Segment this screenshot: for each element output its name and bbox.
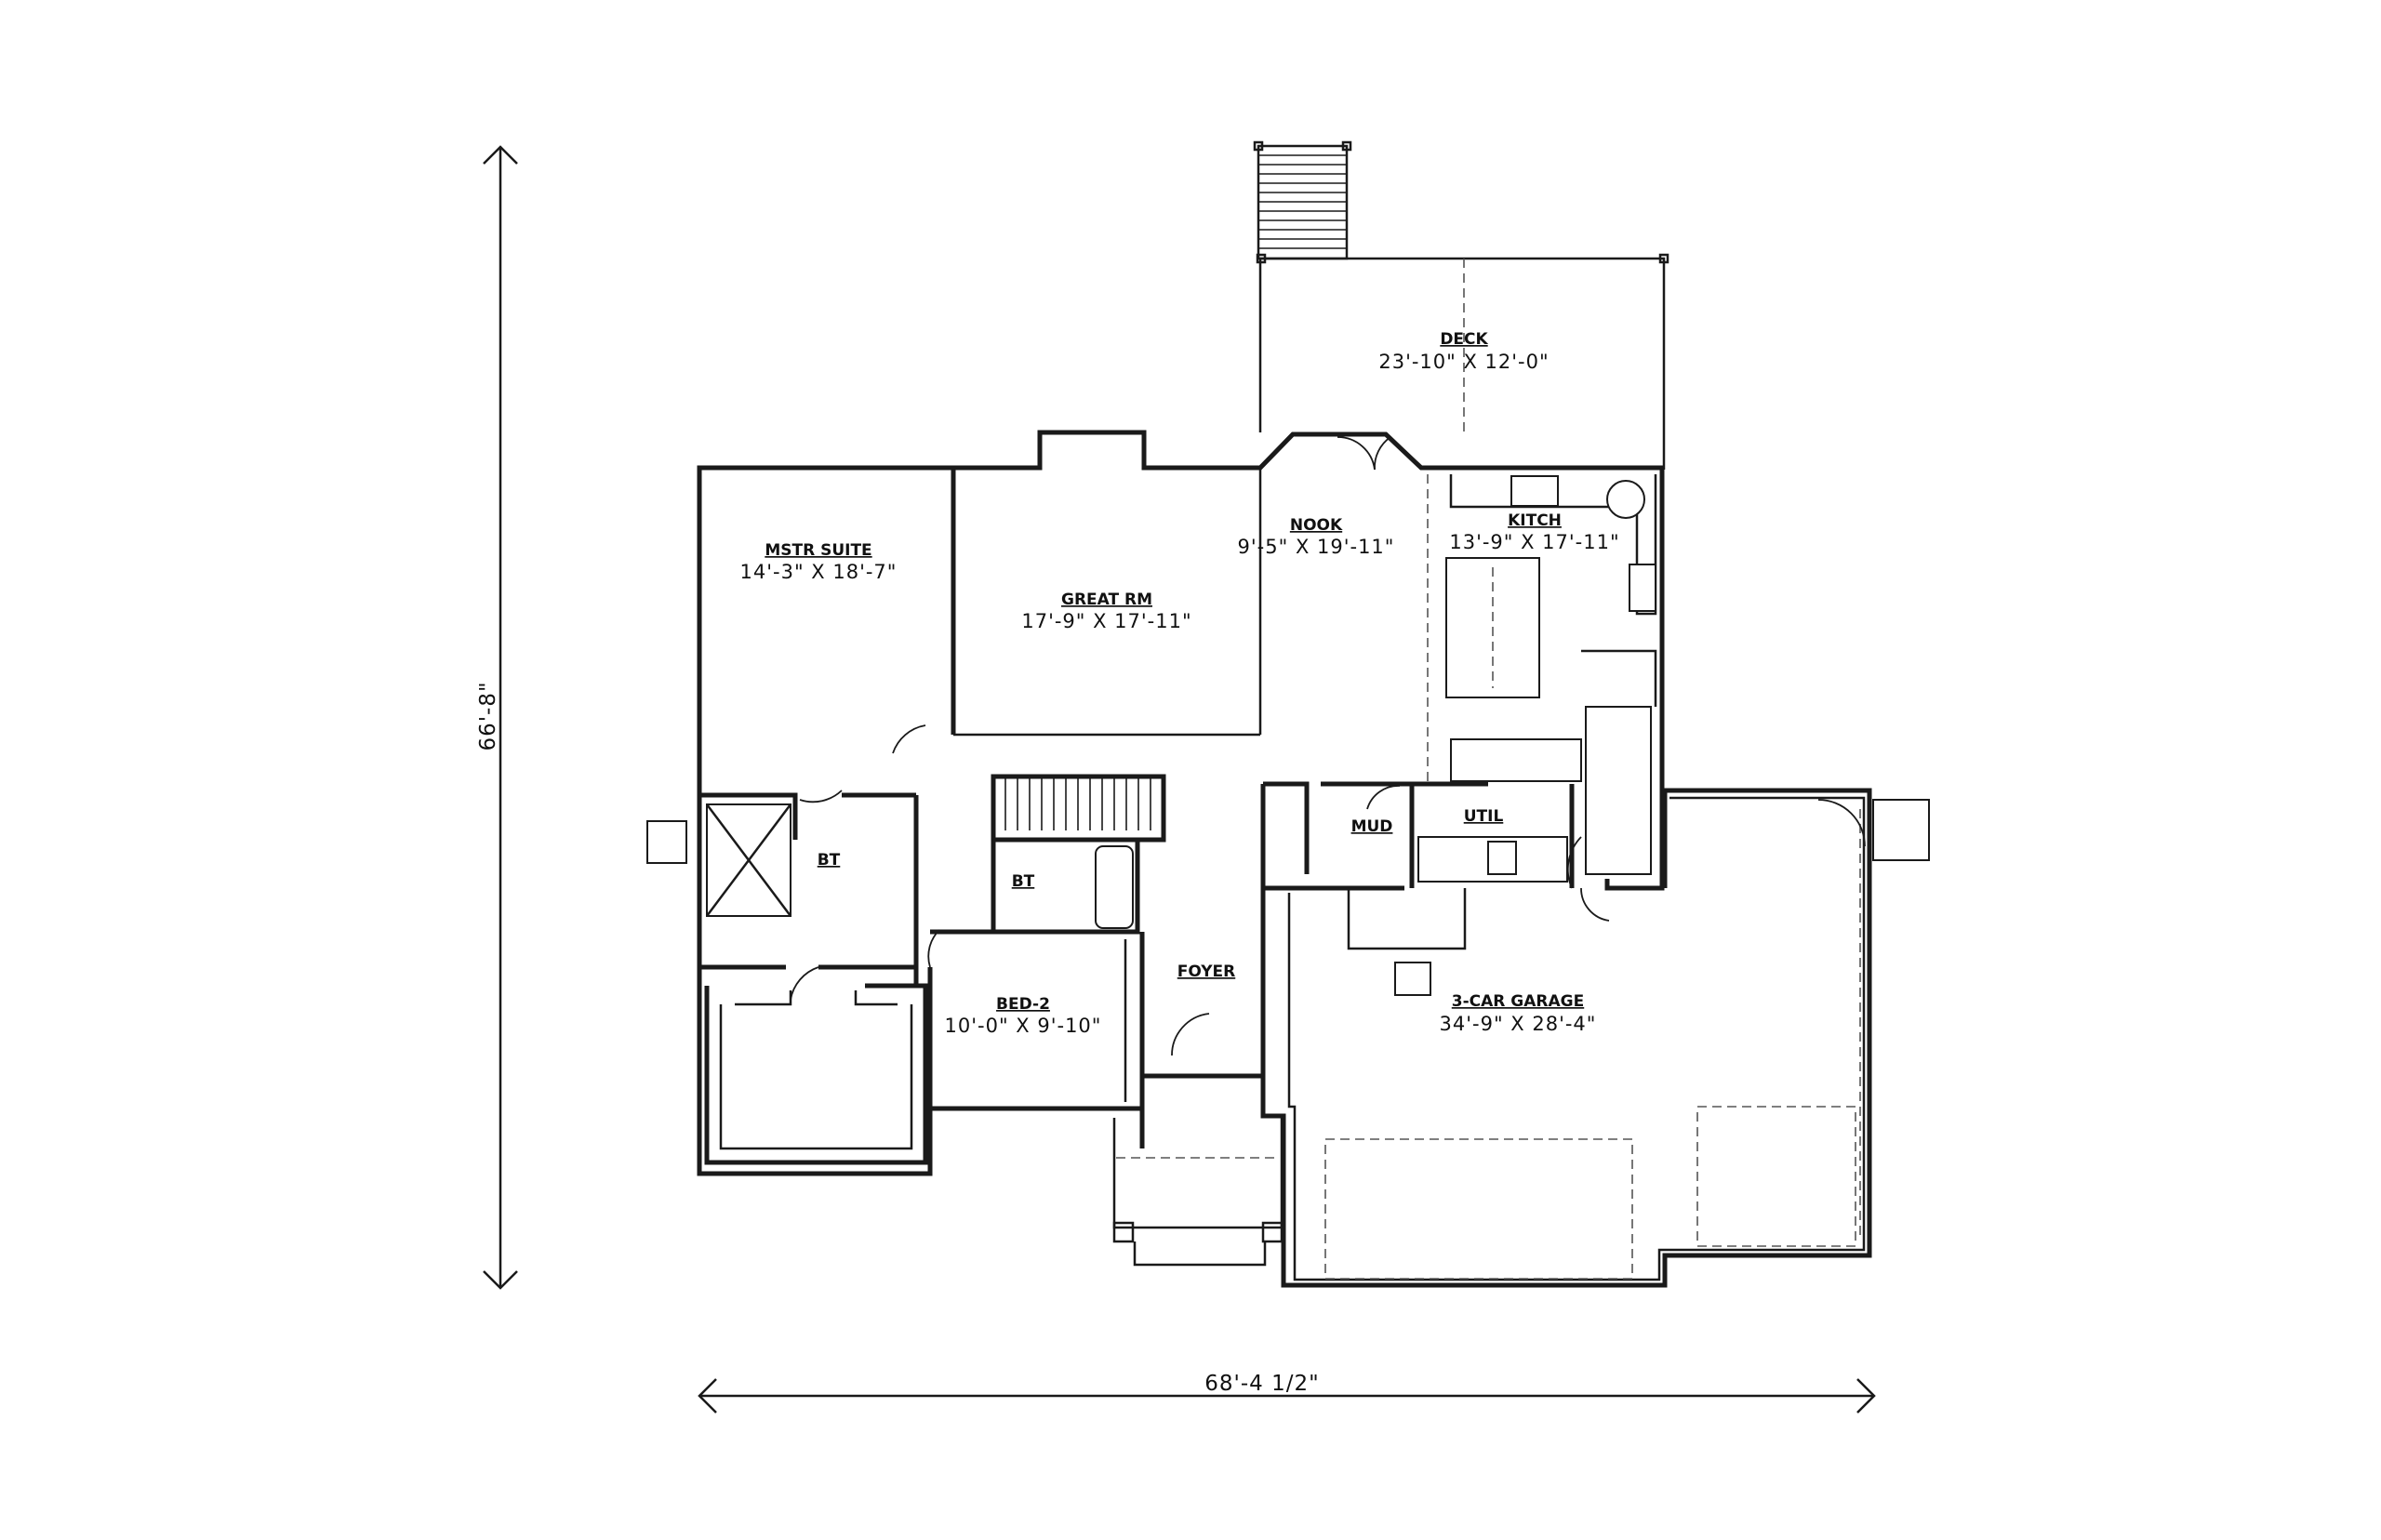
master-dims: 14'-3" X 18'-7" — [740, 561, 898, 583]
porch — [1112, 1118, 1284, 1267]
depth-label: 66'-8" — [476, 681, 500, 750]
bed2-name: BED-2 — [996, 995, 1050, 1014]
nook-dims: 9'-5" X 19'-11" — [1238, 536, 1395, 558]
great-dims: 17'-9" X 17'-11" — [1021, 610, 1191, 632]
deck-stairs — [1253, 140, 1352, 260]
doors — [790, 436, 1866, 1056]
depth-dimension: 66'-8" — [476, 145, 518, 1290]
kitchen-name: KITCH — [1508, 511, 1562, 530]
garage-name: 3-CAR GARAGE — [1452, 992, 1584, 1011]
kitchen-dims: 13'-9" X 17'-11" — [1449, 531, 1619, 553]
mud-name: MUD — [1351, 817, 1393, 836]
bath1-name: BT — [818, 851, 841, 870]
nook-name: NOOK — [1290, 516, 1343, 535]
foyer-name: FOYER — [1177, 962, 1235, 981]
ac-pad-left — [646, 820, 687, 864]
util-name: UTIL — [1464, 807, 1504, 826]
bed2-dims: 10'-0" X 9'-10" — [945, 1015, 1102, 1037]
bath2-name: BT — [1012, 872, 1035, 891]
ac-pad-right — [1872, 799, 1930, 861]
width-dimension: 68'-4 1/2" — [698, 1372, 1876, 1414]
kitchen — [1427, 474, 1657, 875]
garage-dims: 34'-9" X 28'-4" — [1440, 1013, 1597, 1035]
great-name: GREAT RM — [1061, 591, 1152, 609]
deck-dims: 23'-10" X 12'-0" — [1378, 351, 1549, 373]
room-labels: DECK 23'-10" X 12'-0" NOOK 9'-5" X 19'-1… — [740, 330, 1619, 1037]
deck-name: DECK — [1440, 330, 1488, 349]
interior-walls — [699, 468, 1861, 1280]
exterior-walls — [697, 430, 1872, 1288]
width-label: 68'-4 1/2" — [1204, 1372, 1319, 1396]
master-name: MSTR SUITE — [765, 541, 871, 560]
